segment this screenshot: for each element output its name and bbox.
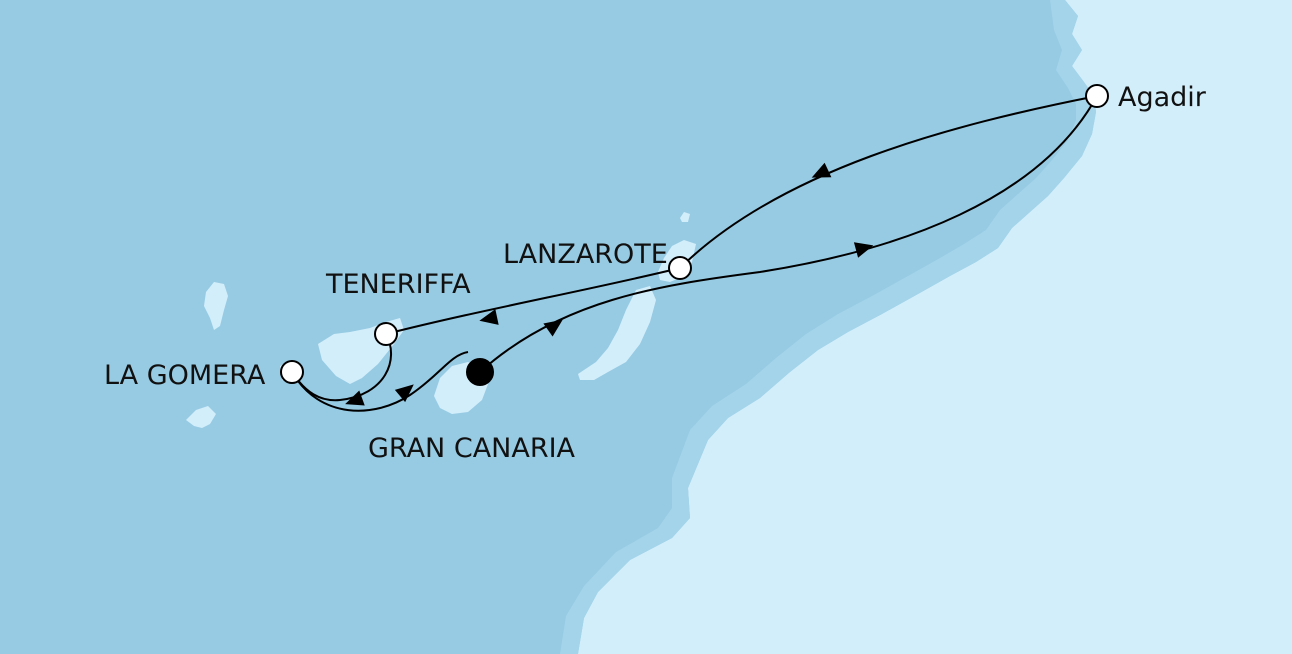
port-marker-teneriffa[interactable] [374,322,398,346]
arrow-icon [345,390,365,406]
arrow-icon [543,319,563,337]
route [291,95,1098,412]
route-leg-gran-canaria-agadir [479,95,1098,373]
arrow-icon [811,162,832,178]
island-fuerteventura [578,286,656,380]
route-leg-teneriffa-la-gomera [291,333,392,402]
route-leg-lanzarote-teneriffa [385,267,681,335]
port-marker-la-gomera[interactable] [280,360,304,384]
port-label-gran-canaria: GRAN CANARIA [368,433,576,464]
continental-shelf [560,0,1096,654]
mainland-africa [578,0,1292,654]
arrow-icon [853,242,874,258]
island-la-palma [204,282,228,330]
port-label-teneriffa: TENERIFFA [325,269,471,300]
port-label-la-gomera: LA GOMERA [104,360,266,391]
route-leg-agadir-lanzarote [679,95,1098,269]
arrow-icon [394,384,414,403]
route-arrows [345,162,874,406]
port-label-lanzarote: LANZAROTE [503,239,668,270]
route-leg-la-gomera-gran-canaria [291,351,469,412]
arrow-icon [479,309,499,325]
port-labels: Agadir LANZAROTE TENERIFFA LA GOMERA GRA… [104,82,1207,464]
port-marker-gran-canaria[interactable] [466,358,494,386]
island-el-hierro [186,406,216,428]
port-markers [280,84,1109,386]
port-marker-lanzarote[interactable] [668,256,692,280]
port-marker-agadir[interactable] [1085,84,1109,108]
port-label-agadir: Agadir [1118,82,1207,113]
island-graciosa [680,212,690,222]
